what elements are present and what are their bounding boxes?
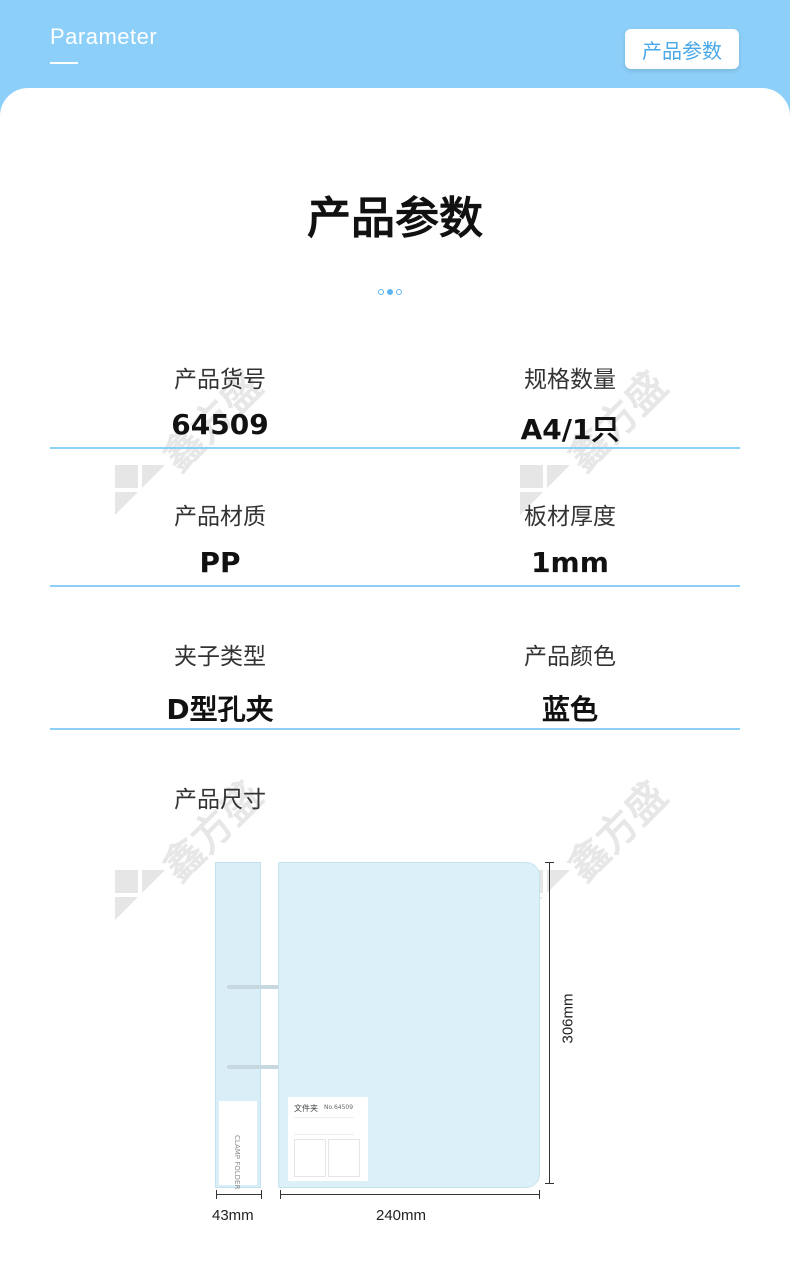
divider bbox=[50, 447, 740, 449]
spine-label-panel: CLAMP FOLDER bbox=[219, 1101, 257, 1189]
decor-dots bbox=[378, 289, 402, 295]
param-label-item-no: 产品货号 bbox=[174, 367, 266, 393]
dot-icon bbox=[378, 289, 384, 295]
dim-height-label: 306mm bbox=[559, 993, 577, 1044]
dim-line-spine bbox=[216, 1194, 262, 1195]
param-value-spec: A4/1只 bbox=[520, 413, 620, 446]
dim-line-height bbox=[549, 862, 550, 1184]
header-badge: 产品参数 bbox=[625, 29, 739, 69]
cover-card-sheet bbox=[328, 1139, 360, 1177]
divider bbox=[50, 585, 740, 587]
folder-cover: 文件夹 No.64509 bbox=[278, 862, 540, 1188]
watermark-logo-icon bbox=[115, 465, 165, 515]
spine-text: CLAMP FOLDER bbox=[233, 1135, 241, 1190]
page-title: 产品参数 bbox=[307, 193, 483, 244]
header-english-title: Parameter bbox=[50, 24, 158, 49]
dim-tick bbox=[545, 1183, 554, 1184]
cover-card-sheet bbox=[294, 1139, 326, 1177]
param-label-size: 产品尺寸 bbox=[174, 787, 266, 813]
folder-spine: CLAMP FOLDER bbox=[215, 862, 261, 1189]
param-value-material: PP bbox=[199, 546, 241, 579]
cover-card-number: No.64509 bbox=[324, 1104, 354, 1111]
dim-spine-label: 43mm bbox=[212, 1207, 254, 1224]
cover-info-card: 文件夹 No.64509 bbox=[288, 1097, 368, 1181]
watermark-logo-icon bbox=[520, 465, 570, 515]
header-underline bbox=[50, 62, 78, 64]
folder-ring bbox=[227, 1065, 287, 1069]
cover-card-title: 文件夹 bbox=[294, 1104, 318, 1113]
dim-tick bbox=[539, 1190, 540, 1199]
dim-line-width bbox=[280, 1194, 540, 1195]
dim-tick bbox=[280, 1190, 281, 1199]
dim-tick bbox=[545, 862, 554, 863]
folder-ring bbox=[227, 985, 287, 989]
dim-width-label: 240mm bbox=[376, 1207, 427, 1224]
dot-icon bbox=[387, 289, 393, 295]
param-value-item-no: 64509 bbox=[171, 408, 269, 441]
cover-card-lines bbox=[294, 1117, 354, 1135]
param-value-thickness: 1mm bbox=[531, 546, 609, 579]
param-label-color: 产品颜色 bbox=[524, 644, 616, 670]
watermark-logo-icon bbox=[115, 870, 165, 920]
param-label-spec: 规格数量 bbox=[524, 367, 616, 393]
dim-tick bbox=[261, 1190, 262, 1199]
param-label-clip-type: 夹子类型 bbox=[174, 644, 266, 670]
param-label-thickness: 板材厚度 bbox=[524, 504, 616, 530]
divider bbox=[50, 728, 740, 730]
dot-icon bbox=[396, 289, 402, 295]
param-value-color: 蓝色 bbox=[541, 693, 598, 726]
param-value-clip-type: D型孔夹 bbox=[166, 693, 274, 726]
param-label-material: 产品材质 bbox=[174, 504, 266, 530]
dim-tick bbox=[216, 1190, 217, 1199]
